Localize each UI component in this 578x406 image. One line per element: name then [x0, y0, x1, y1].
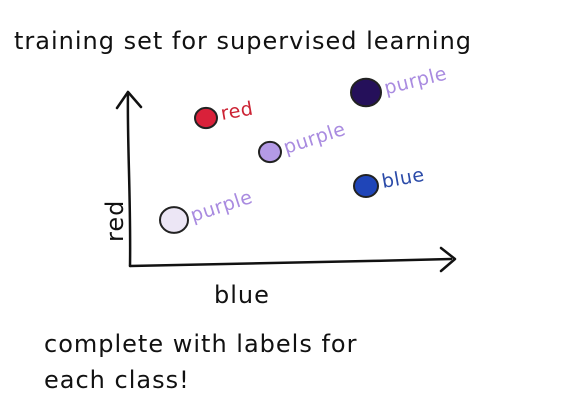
point-label-red: red: [219, 98, 255, 125]
data-point-dark-purple: purple: [350, 63, 449, 108]
footer-line-2: each class!: [44, 366, 190, 394]
diagram-title: training set for supervised learning: [14, 27, 472, 55]
x-axis-line: [128, 257, 453, 268]
data-point-red: red: [194, 98, 255, 130]
point-dot-light-purple: [159, 206, 189, 234]
x-axis-label: blue: [214, 281, 270, 309]
point-dot-mid-purple: [258, 140, 282, 164]
point-label-dark-purple: purple: [382, 63, 449, 100]
y-axis-label: red: [101, 200, 129, 242]
point-label-mid-purple: purple: [281, 118, 349, 159]
point-dot-blue: [353, 173, 379, 199]
data-points: purple red purple purple blue: [159, 63, 449, 234]
point-label-light-purple: purple: [188, 186, 256, 227]
data-point-mid-purple: purple: [258, 118, 349, 164]
point-dot-dark-purple: [350, 77, 382, 108]
y-axis-line: [126, 90, 132, 268]
footer-line-1: complete with labels for: [44, 330, 357, 358]
x-axis-arrowhead: [439, 246, 457, 273]
axes: [115, 90, 457, 273]
point-label-blue: blue: [380, 164, 426, 193]
data-point-light-purple: purple: [159, 186, 256, 234]
y-axis-arrowhead: [115, 90, 143, 110]
data-point-blue: blue: [353, 164, 426, 199]
point-dot-red: [194, 106, 218, 130]
